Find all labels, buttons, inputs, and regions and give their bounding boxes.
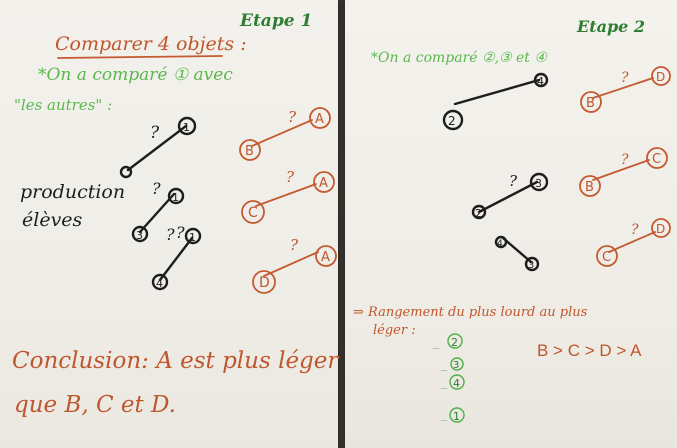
svg-text:_: _	[441, 357, 448, 372]
student-balance-2: 2 3 ?	[471, 172, 549, 220]
poster-step-1-drawing: Etape 1 Comparer 4 objets : *On a compar…	[12, 11, 340, 418]
svg-text:?: ?	[631, 222, 639, 238]
student-balance-3: 4 3	[494, 235, 540, 272]
student-balance-2: 3 1 ?	[131, 179, 185, 243]
svg-text:?: ?	[290, 236, 299, 254]
svg-text:A: A	[319, 176, 328, 191]
balance-B-vs-C: B C ?	[579, 147, 668, 197]
svg-text:A: A	[315, 112, 324, 127]
ranking-item: 4	[453, 377, 460, 390]
svg-text:2: 2	[448, 114, 456, 128]
svg-text:B: B	[586, 96, 595, 111]
svg-text:C: C	[602, 250, 611, 265]
svg-text:C: C	[248, 205, 258, 221]
poster-title: Comparer 4 objets :	[55, 33, 247, 55]
svg-text:?: ?	[152, 179, 161, 198]
poster-step-2: Etape 2 *On a comparé ②,③ et ④ 2 4 2 3 ?…	[345, 0, 677, 448]
side-label-line-1: production	[20, 181, 125, 203]
balance-B-vs-D: B D ?	[580, 66, 671, 113]
svg-text:C: C	[652, 152, 661, 167]
svg-text:_: _	[433, 335, 440, 350]
conclusion-line-1: Conclusion: A est plus léger	[12, 348, 340, 374]
student-balance-1: 2 4	[442, 72, 549, 131]
ranking-line-2: léger :	[373, 323, 416, 338]
conclusion-line-2: que B, C et D.	[14, 392, 176, 418]
svg-text:D: D	[259, 275, 270, 291]
svg-text:?: ?	[150, 123, 160, 143]
balance-C-vs-D: C D ?	[596, 218, 671, 267]
svg-text:?: ?	[621, 152, 629, 168]
title-underline	[57, 55, 223, 59]
ranking-item: 1	[453, 410, 460, 423]
svg-text:4: 4	[156, 277, 163, 290]
side-label-line-2: élèves	[22, 209, 83, 231]
ranking-item: 2	[451, 336, 458, 349]
svg-text:B: B	[585, 180, 594, 195]
svg-text:B: B	[245, 144, 254, 159]
balance-C-vs-A: C A ?	[241, 168, 335, 224]
svg-text:3: 3	[528, 260, 534, 271]
svg-text:3: 3	[535, 177, 542, 190]
ranking-list: _ 2 _ 3 _ 4 _ 1	[433, 333, 465, 423]
note-line-1: *On a comparé ②,③ et ④	[371, 50, 548, 66]
svg-text:A: A	[321, 250, 330, 265]
svg-text:?: ?	[166, 225, 175, 244]
student-balance-1: 1 ?	[119, 116, 197, 179]
student-balance-3: 4 1 ? ?	[151, 223, 202, 291]
svg-text:?: ?	[288, 108, 297, 126]
balance-B-vs-A: B A ?	[239, 107, 331, 161]
svg-text:_: _	[441, 375, 448, 390]
svg-text:?: ?	[286, 168, 295, 186]
svg-text:1: 1	[183, 121, 190, 134]
svg-text:4: 4	[497, 239, 503, 249]
svg-text:?: ?	[176, 223, 185, 242]
svg-text:D: D	[656, 70, 665, 84]
ranking-item: 3	[453, 360, 459, 371]
balance-D-vs-A: D A ?	[252, 236, 337, 294]
svg-text:?: ?	[621, 70, 629, 86]
svg-text:3: 3	[136, 229, 143, 242]
ranking-result: B > C > D > A	[537, 341, 642, 360]
step-label: Etape 1	[239, 11, 312, 31]
svg-text:?: ?	[509, 172, 518, 190]
svg-text:_: _	[441, 407, 448, 422]
note-line-2: "les autres" :	[14, 96, 112, 114]
note-line-1: *On a comparé ① avec	[38, 65, 233, 85]
svg-text:D: D	[656, 222, 665, 236]
step-label: Etape 2	[576, 17, 645, 36]
svg-text:2: 2	[475, 207, 482, 220]
svg-text:4: 4	[537, 75, 544, 88]
ranking-line-1: ⇒ Rangement du plus lourd au plus	[353, 305, 588, 320]
poster-step-2-drawing: Etape 2 *On a comparé ②,③ et ④ 2 4 2 3 ?…	[353, 17, 671, 423]
poster-step-1: Etape 1 Comparer 4 objets : *On a compar…	[0, 0, 340, 448]
svg-text:1: 1	[172, 191, 179, 204]
svg-text:1: 1	[189, 231, 196, 244]
